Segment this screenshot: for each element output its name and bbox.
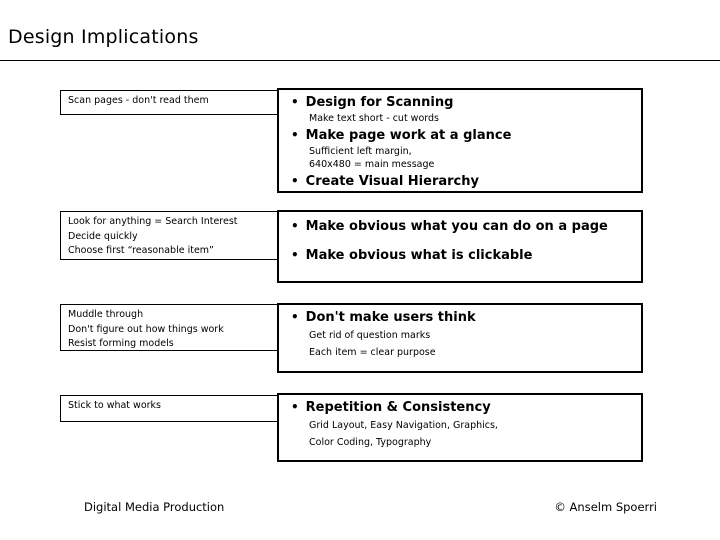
observation-line: Muddle through [68, 309, 144, 320]
implication-sub: Make text short - cut words [309, 113, 439, 124]
observation-box-stick-to-what-works: Stick to what works [60, 395, 278, 422]
implication-box-repetition-consistency: • Repetition & Consistency Grid Layout, E… [277, 393, 643, 462]
implication-box-scanning: • Design for Scanning Make text short - c… [277, 88, 643, 193]
implication-sub: Sufficient left margin, [309, 145, 412, 157]
page-title: Design Implications [8, 26, 199, 48]
implication-sub: Color Coding, Typography [309, 437, 432, 448]
implication-box-obvious: •Make obvious what you can do on a page … [277, 210, 643, 283]
bullet-icon: • [291, 173, 299, 188]
implication-heading-row: • Repetition & Consistency [285, 398, 635, 417]
observation-box-search-interest: Look for anything = Search Interest Deci… [60, 211, 278, 260]
footer-copyright: © Anselm Spoerri [554, 500, 657, 514]
observation-line: Stick to what works [68, 400, 161, 411]
bullet-icon: • [291, 248, 299, 262]
bullet-icon: • [291, 400, 299, 414]
observation-box-muddle-through: Muddle through Don't figure out how thin… [60, 304, 278, 351]
observation-line: Don't figure out how things work [68, 323, 224, 335]
implication-heading-row: • Design for Scanning [285, 93, 635, 112]
footer-course-name: Digital Media Production [84, 500, 225, 514]
observation-line: Look for anything = Search Interest [68, 216, 238, 227]
implication-heading-row: • Don't make users think [285, 308, 635, 327]
observation-line: Choose first “reasonable item” [68, 245, 214, 256]
implication-sub: Each item = clear purpose [309, 347, 436, 358]
implication-sub: 640x480 = main message [309, 159, 435, 170]
implication-heading: Repetition & Consistency [305, 400, 491, 415]
implication-heading: Create Visual Hierarchy [305, 173, 479, 189]
observation-line: Scan pages - don't read them [68, 95, 209, 106]
bullet-icon: • [291, 127, 299, 142]
bullet-icon: • [291, 95, 299, 109]
observation-line: Decide quickly [68, 230, 138, 242]
bullet-icon: • [291, 219, 299, 233]
implication-heading-row: • Make page work at a glance [285, 126, 635, 145]
observation-line: Resist forming models [68, 338, 174, 349]
implication-heading: Make obvious what is clickable [305, 248, 533, 263]
implication-sub: Get rid of question marks [309, 330, 431, 341]
implication-heading: Don't make users think [305, 310, 476, 325]
implication-box-dont-make-users-think: • Don't make users think Get rid of quest… [277, 303, 643, 373]
implication-heading-row: • Make obvious what you can do on a page [285, 217, 635, 236]
implication-heading: Design for Scanning [305, 95, 454, 110]
bullet-icon: • [291, 310, 299, 324]
implication-sub: Grid Layout, Easy Navigation, Graphics, [309, 420, 498, 431]
implication-heading-row: • Create Visual Hierarchy [285, 172, 635, 191]
implication-heading-row: • Make obvious what is clickable [285, 246, 635, 265]
implication-heading: Make obvious what you can do on a page [305, 219, 608, 234]
title-divider [0, 60, 720, 61]
observation-box-scan-pages: Scan pages - don't read them [60, 90, 278, 115]
implication-heading: Make page work at a glance [305, 127, 512, 143]
